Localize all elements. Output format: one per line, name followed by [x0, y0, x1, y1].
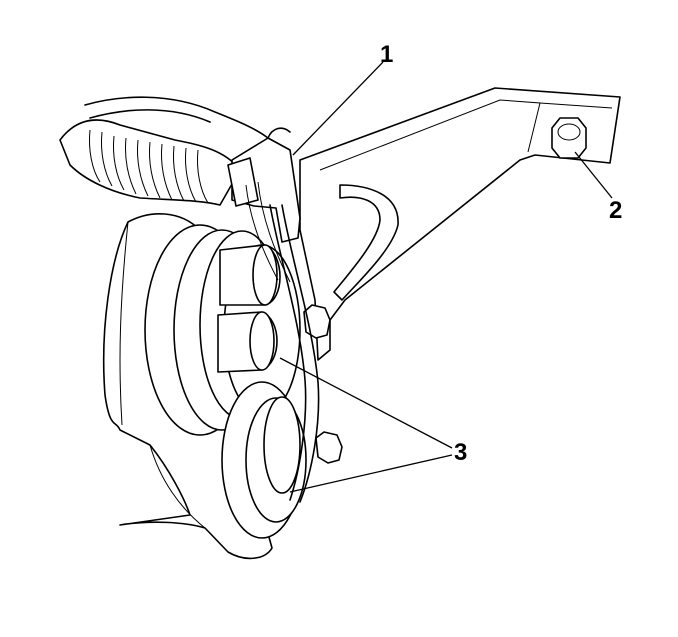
wheel-stud-lower: [217, 311, 278, 373]
callout-2: 2: [609, 197, 622, 224]
leader-2: [574, 151, 613, 199]
callout-leaders: [279, 61, 613, 493]
sensor-bolt-lower: [315, 431, 343, 464]
sensor-cable: [269, 204, 320, 503]
leader-3b: [289, 454, 453, 493]
sensor-connector: [227, 127, 301, 283]
sensor-bracket: [299, 87, 621, 361]
callout-3: 3: [454, 439, 467, 466]
wiring-harness: [59, 96, 269, 206]
wheel-stud-upper: [219, 244, 281, 306]
leader-1: [292, 61, 384, 156]
bracket-bolt: [551, 117, 587, 159]
leader-3a: [279, 357, 453, 449]
callout-1: 1: [380, 41, 393, 68]
